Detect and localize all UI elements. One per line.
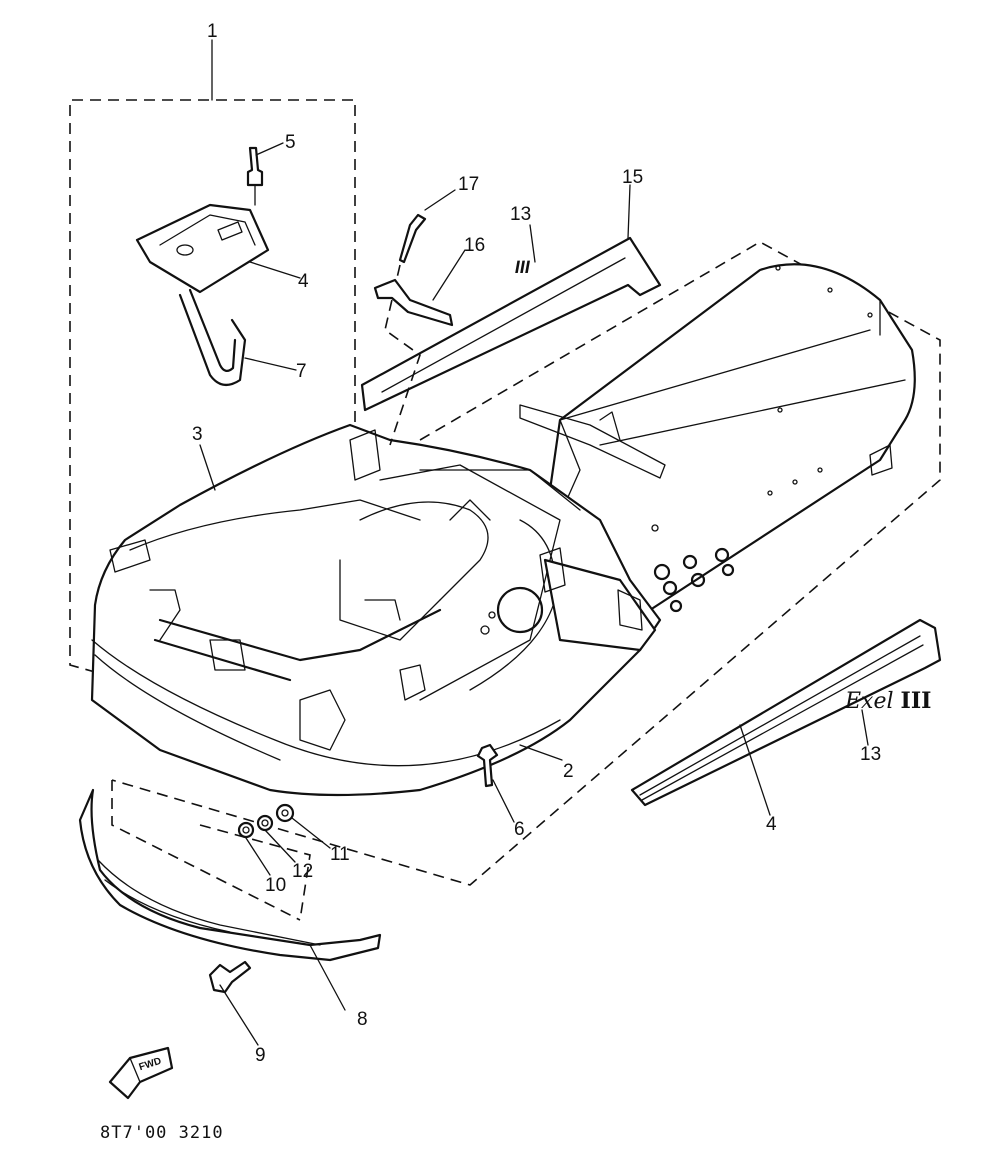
callout-10: 10	[265, 875, 287, 896]
callout-7: 7	[296, 361, 307, 382]
callout-3: 3	[192, 424, 203, 445]
callout-15: 15	[622, 167, 644, 188]
callout-5: 5	[285, 132, 296, 153]
callout-1: 1	[207, 21, 218, 42]
lock-washer-12	[256, 814, 274, 832]
bracket-16	[373, 278, 454, 327]
assembly-2-boundary	[111, 241, 941, 886]
callout-17: 17	[458, 174, 480, 195]
callout-13a: 13	[510, 204, 532, 225]
callout-2: 2	[563, 761, 574, 782]
callout-13b: 13	[860, 744, 882, 765]
forward-arrow-icon	[108, 1046, 174, 1100]
vent-hole	[653, 563, 671, 581]
callout-6: 6	[514, 819, 525, 840]
bolt-9	[208, 960, 252, 994]
decal-script-roman: III	[900, 688, 932, 714]
decal-roman-13: III	[513, 257, 532, 277]
callout-8: 8	[357, 1009, 368, 1030]
callout-11: 11	[330, 844, 350, 865]
washer-10	[237, 821, 255, 839]
rear-tunnel	[538, 263, 916, 612]
assembly-1-boundary	[69, 99, 356, 673]
hood-rail-15	[360, 236, 662, 412]
callout-4a: 4	[298, 271, 309, 292]
callout-4b: 4	[766, 814, 777, 835]
u-bolt-7	[178, 293, 247, 387]
bumper-8	[78, 788, 382, 962]
decal-script-text: Exel	[845, 689, 894, 714]
diagram-code: 8T7'00 3210	[100, 1123, 224, 1143]
main-body-2	[90, 423, 662, 797]
screw-17	[398, 213, 427, 264]
callout-16: 16	[464, 235, 486, 256]
pin-6	[476, 743, 499, 788]
plate-4	[135, 203, 270, 294]
callout-9: 9	[255, 1045, 266, 1066]
callout-12: 12	[292, 861, 314, 882]
steering-hole	[496, 586, 544, 634]
decal-script-13: Exel III	[845, 690, 931, 713]
nut-11	[275, 803, 295, 823]
